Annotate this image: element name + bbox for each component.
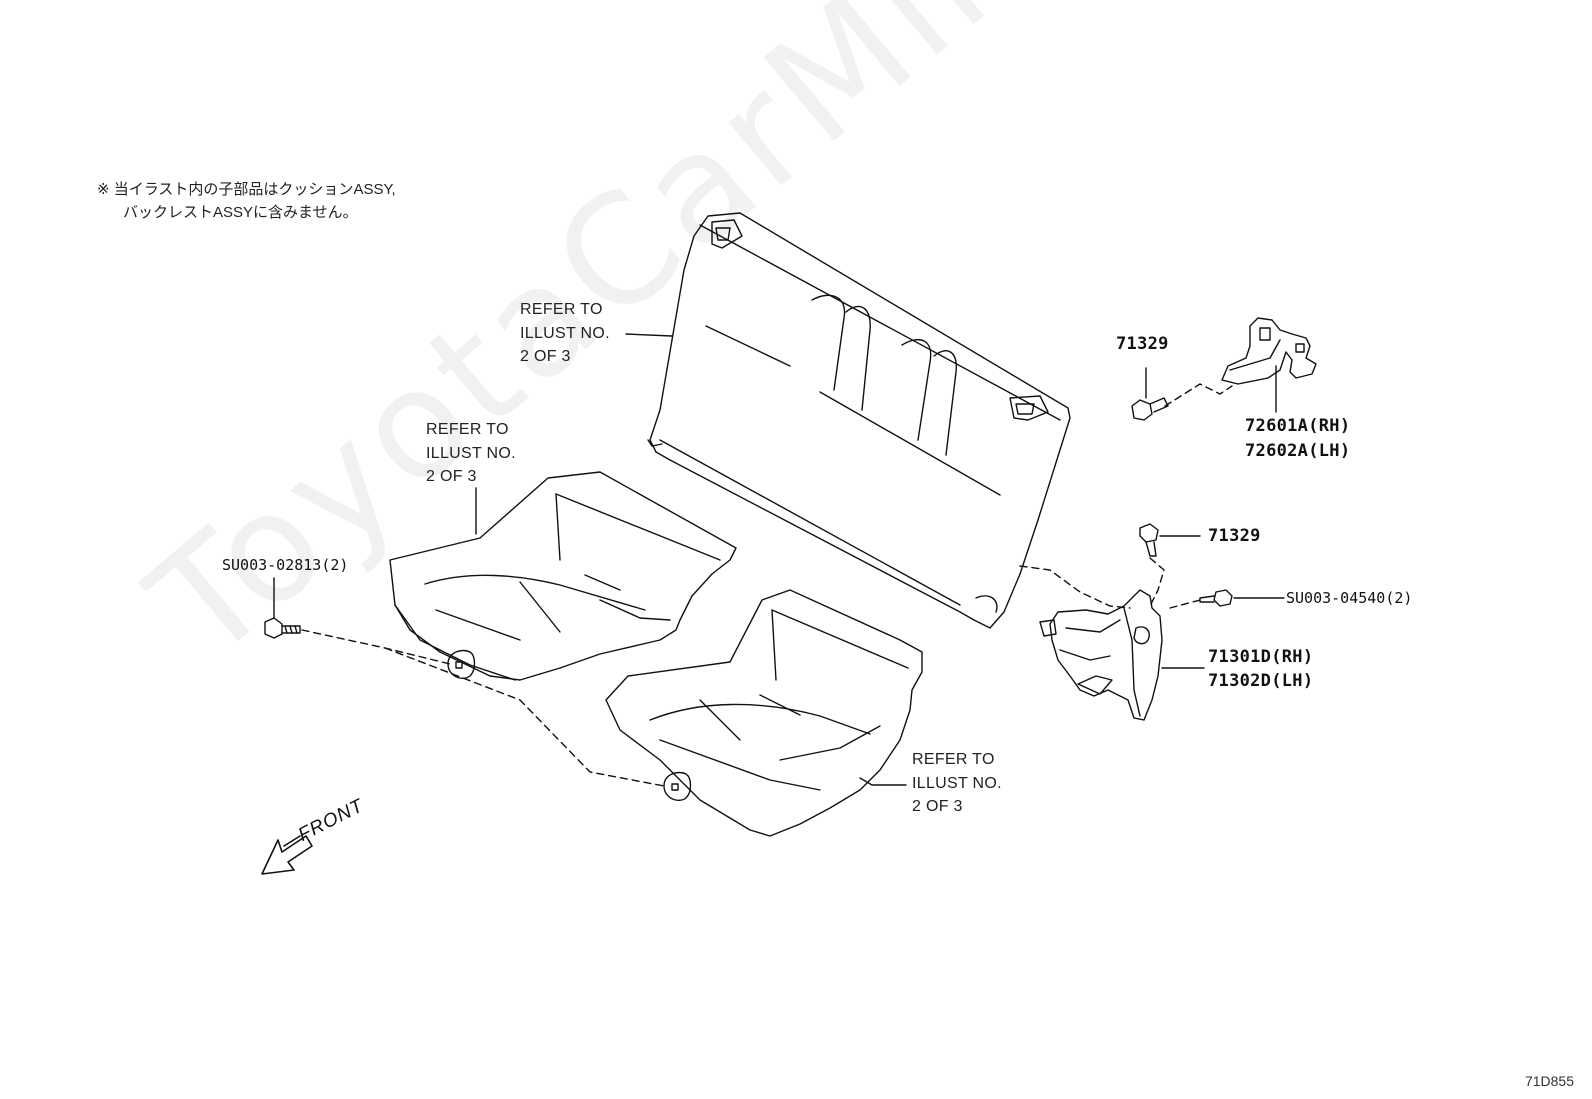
hinge-71301d <box>1039 589 1163 721</box>
part-number-71329-top: 71329 <box>1116 334 1169 354</box>
front-arrow-icon <box>261 835 313 875</box>
seat-cushion-right <box>605 589 923 837</box>
bolt-su003-02813 <box>264 617 301 639</box>
note-line-2: バックレストASSYに含みません。 <box>123 204 358 221</box>
refer-line: ILLUST NO. <box>520 324 610 342</box>
refer-line: REFER TO <box>426 421 509 438</box>
note-line-1: ※ 当イラスト内の子部品はクッションASSY, <box>97 181 396 198</box>
refer-line: 2 OF 3 <box>912 798 963 815</box>
bolt-71329-lower <box>1139 523 1159 557</box>
refer-line: ILLUST NO. <box>912 774 1002 792</box>
refer-line: 2 OF 3 <box>426 468 477 485</box>
assembly-line-bracket <box>1164 383 1233 407</box>
part-number-72602a: 72602A(LH) <box>1245 441 1351 461</box>
seat-cushion-left <box>389 471 737 681</box>
refer-label-cushion-left: REFER TO ILLUST NO. 2 OF 3 <box>426 418 516 489</box>
diagram-code: 71D855 <box>1524 1073 1574 1089</box>
assembly-lines-left <box>301 629 665 787</box>
refer-line: 2 OF 3 <box>520 348 571 365</box>
bolt-su003-04540 <box>1199 589 1233 607</box>
japanese-note: ※ 当イラスト内の子部品はクッションASSY, バックレストASSYに含みません… <box>97 178 396 224</box>
part-number-72601a: 72601A(RH) <box>1245 416 1351 436</box>
leader-refer-cushion-right <box>859 777 907 786</box>
clip-left <box>447 649 476 680</box>
part-number-su003-02813: SU003-02813(2) <box>222 556 349 574</box>
clip-right <box>663 771 692 802</box>
part-number-71301d: 71301D(RH) <box>1208 647 1314 667</box>
refer-line: REFER TO <box>912 751 995 768</box>
refer-line: ILLUST NO. <box>426 444 516 462</box>
part-number-71329-lower: 71329 <box>1208 526 1261 546</box>
assembly-lines-hinge <box>1019 557 1201 609</box>
part-number-su003-04540: SU003-04540(2) <box>1286 589 1413 607</box>
bracket-72601a <box>1221 317 1317 385</box>
bolt-71329-top <box>1131 397 1169 421</box>
refer-label-backrest: REFER TO ILLUST NO. 2 OF 3 <box>520 298 610 369</box>
refer-label-cushion-right: REFER TO ILLUST NO. 2 OF 3 <box>912 748 1002 819</box>
leader-refer-back <box>625 333 673 337</box>
seat-backrest <box>647 212 1071 629</box>
refer-line: REFER TO <box>520 301 603 318</box>
part-number-71302d: 71302D(LH) <box>1208 671 1314 691</box>
